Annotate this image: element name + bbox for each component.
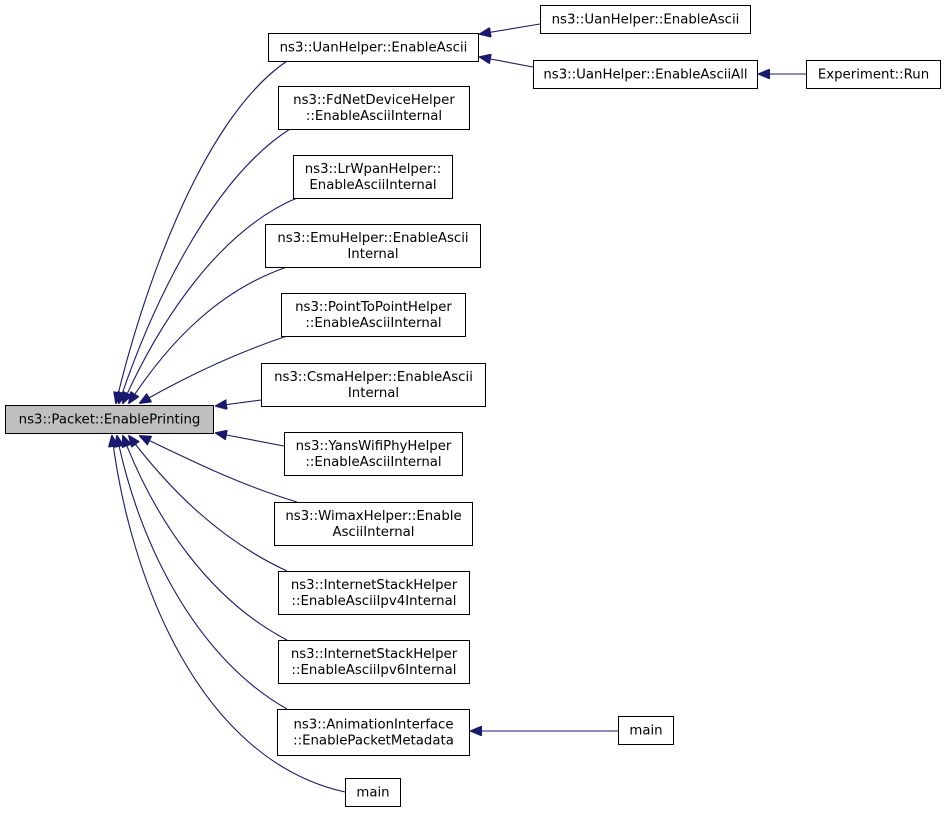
edge-inet6-to-focus: [123, 436, 288, 641]
edge-wimax-to-focus: [140, 436, 298, 503]
node-label: ns3::FdNetDeviceHelper: [293, 93, 455, 108]
node-packet-enable-printing[interactable]: ns3::Packet::EnablePrinting: [5, 405, 214, 434]
node-box[interactable]: [278, 640, 470, 684]
node-label: ::EnableAsciiInternal: [305, 455, 441, 470]
edge-emu-to-focus: [129, 266, 288, 403]
node-box[interactable]: [540, 5, 751, 34]
node-label: ::EnableAsciiIpv4Internal: [292, 594, 457, 609]
node-label: Internal: [348, 386, 399, 401]
edge-uan1-to-focus: [116, 60, 288, 403]
node-label: Internal: [347, 247, 398, 262]
node-uan-helper-enable-ascii-2[interactable]: ns3::UanHelper::EnableAscii: [540, 5, 751, 34]
node-label: ns3::AnimationInterface: [293, 718, 453, 733]
node-box[interactable]: [533, 60, 758, 89]
node-box[interactable]: [268, 33, 479, 62]
node-wimax-helper[interactable]: ns3::WimaxHelper::EnableAsciiInternal: [274, 502, 473, 546]
edge-anim-to-focus: [117, 436, 288, 710]
node-label: ::EnablePacketMetadata: [293, 734, 454, 749]
node-label: ns3::CsmaHelper::EnableAscii: [274, 370, 473, 385]
node-box[interactable]: [278, 571, 470, 615]
node-label: ns3::PointToPointHelper: [295, 300, 452, 315]
node-box[interactable]: [293, 155, 453, 199]
node-uan-helper-enable-ascii[interactable]: ns3::UanHelper::EnableAscii: [268, 33, 479, 62]
node-label: ns3::UanHelper::EnableAscii: [280, 41, 468, 56]
node-label: ns3::UanHelper::EnableAscii: [552, 13, 740, 28]
node-box[interactable]: [277, 709, 470, 756]
node-fd-net-device-helper[interactable]: ns3::FdNetDeviceHelper::EnableAsciiInter…: [278, 86, 470, 130]
node-label: AsciiInternal: [333, 525, 415, 540]
node-yans-wifi-phy-helper[interactable]: ns3::YansWifiPhyHelper::EnableAsciiInter…: [284, 432, 463, 476]
node-box[interactable]: [265, 224, 481, 268]
node-label: main: [356, 786, 389, 801]
edge-fdnet-to-focus: [119, 128, 291, 403]
node-label: main: [629, 724, 662, 739]
edge-p2p-to-focus: [140, 335, 288, 403]
node-box[interactable]: [261, 363, 486, 407]
node-box[interactable]: [5, 405, 214, 434]
edge-main2-to-focus: [112, 436, 346, 793]
edge-inet4-to-focus: [129, 436, 288, 572]
node-box[interactable]: [618, 716, 674, 745]
node-label: ns3::LrWpanHelper::: [305, 162, 442, 177]
node-box[interactable]: [806, 60, 941, 89]
node-label: ns3::InternetStackHelper: [291, 578, 458, 593]
node-internet-stack-helper-ipv4[interactable]: ns3::InternetStackHelper::EnableAsciiIpv…: [278, 571, 470, 615]
node-emu-helper[interactable]: ns3::EmuHelper::EnableAsciiInternal: [265, 224, 481, 268]
edges-layer: [112, 23, 806, 793]
edge-yans-to-focus: [216, 433, 285, 447]
edge-csma-to-focus: [216, 399, 262, 406]
node-label: Experiment::Run: [818, 68, 929, 83]
node-label: ::EnableAsciiInternal: [306, 109, 442, 124]
edge-uan2-to-uan1: [480, 23, 541, 34]
edge-lrwpan-to-focus: [123, 197, 298, 403]
node-label: ns3::UanHelper::EnableAsciiAll: [543, 68, 747, 83]
node-label: EnableAsciiInternal: [309, 178, 436, 193]
nodes-layer: ns3::Packet::EnablePrinting ns3::UanHelpe…: [5, 5, 941, 807]
node-label: ::EnableAsciiIpv6Internal: [292, 663, 457, 678]
node-label: ns3::YansWifiPhyHelper: [296, 439, 452, 454]
node-point-to-point-helper[interactable]: ns3::PointToPointHelper::EnableAsciiInte…: [281, 293, 466, 337]
edge-uanall-to-uan1: [480, 57, 534, 68]
node-animation-interface[interactable]: ns3::AnimationInterface::EnablePacketMet…: [277, 709, 470, 756]
node-label: ns3::Packet::EnablePrinting: [19, 413, 201, 428]
node-label: ns3::EmuHelper::EnableAscii: [277, 231, 468, 246]
node-label: ::EnableAsciiInternal: [305, 316, 441, 331]
node-main-1[interactable]: main: [618, 716, 674, 745]
node-main-2[interactable]: main: [345, 778, 401, 807]
node-uan-helper-enable-ascii-all[interactable]: ns3::UanHelper::EnableAsciiAll: [533, 60, 758, 89]
node-lr-wpan-helper[interactable]: ns3::LrWpanHelper::EnableAsciiInternal: [293, 155, 453, 199]
node-box[interactable]: [274, 502, 473, 546]
node-box[interactable]: [281, 293, 466, 337]
node-box[interactable]: [345, 778, 401, 807]
node-internet-stack-helper-ipv6[interactable]: ns3::InternetStackHelper::EnableAsciiIpv…: [278, 640, 470, 684]
node-csma-helper[interactable]: ns3::CsmaHelper::EnableAsciiInternal: [261, 363, 486, 407]
node-box[interactable]: [278, 86, 470, 130]
node-label: ns3::InternetStackHelper: [291, 647, 458, 662]
node-box[interactable]: [284, 432, 463, 476]
node-label: ns3::WimaxHelper::Enable: [285, 509, 461, 524]
node-experiment-run[interactable]: Experiment::Run: [806, 60, 941, 89]
